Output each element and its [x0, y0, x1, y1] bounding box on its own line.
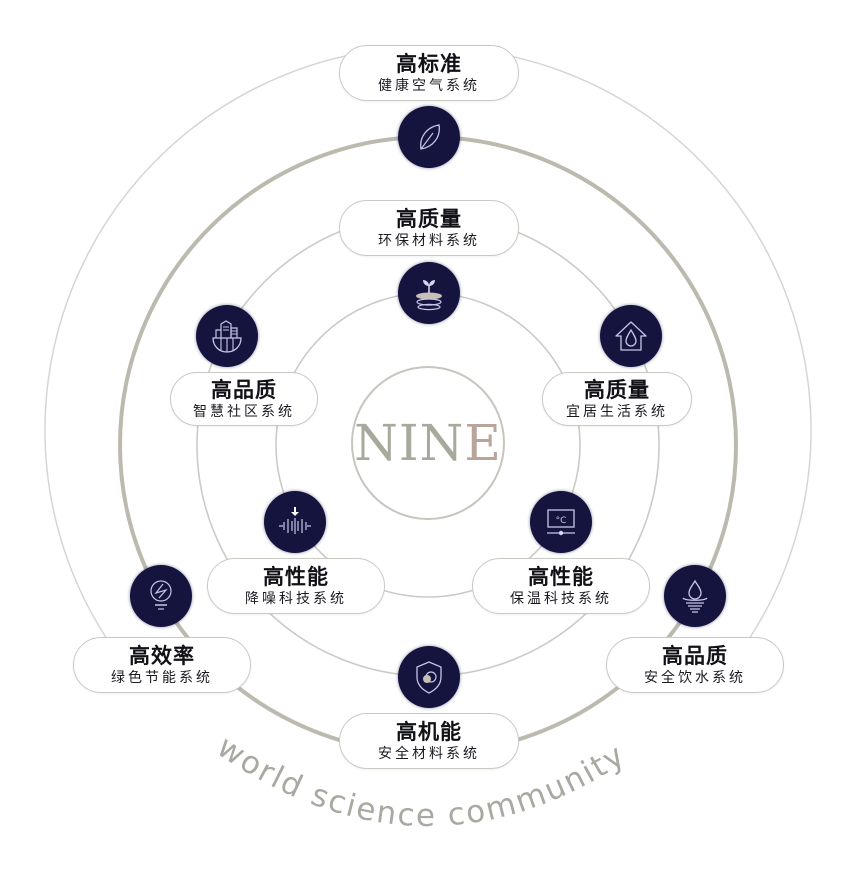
- system-subtitle: 环保材料系统: [378, 232, 480, 249]
- logo-letter: N: [419, 414, 465, 472]
- system-subtitle: 健康空气系统: [378, 77, 480, 94]
- leaf-icon: [420, 124, 440, 150]
- system-title: 高性能: [263, 564, 329, 589]
- logo-letter: E: [464, 414, 502, 472]
- svg-text:°C: °C: [556, 516, 567, 526]
- system-card-safety: 高机能 安全材料系统: [339, 713, 519, 769]
- system-subtitle: 安全饮水系统: [644, 669, 746, 686]
- bolt-bulb-icon: [150, 580, 172, 610]
- system-title: 高质量: [396, 206, 462, 231]
- system-subtitle: 安全材料系统: [378, 745, 480, 762]
- system-card-noise: 高性能 降噪科技系统: [207, 558, 385, 614]
- system-card-materials-eco: 高质量 环保材料系统: [339, 200, 519, 256]
- system-card-air: 高标准 健康空气系统: [339, 45, 519, 101]
- system-title: 高机能: [396, 719, 462, 744]
- system-card-community: 高品质 智慧社区系统: [170, 372, 318, 426]
- logo-letter: I: [398, 414, 420, 472]
- system-node-noise: [264, 491, 326, 553]
- thermostat-icon: °C: [547, 509, 575, 536]
- system-title: 高品质: [211, 377, 277, 402]
- system-node-materials-eco: [398, 262, 460, 324]
- system-subtitle: 保温科技系统: [510, 590, 612, 607]
- system-node-air: [398, 106, 460, 168]
- system-card-energy: 高效率 绿色节能系统: [73, 637, 251, 693]
- system-card-living: 高质量 宜居生活系统: [542, 372, 692, 426]
- system-subtitle: 宜居生活系统: [566, 403, 668, 420]
- system-node-thermal: °C: [530, 491, 592, 553]
- sprout-layers-icon: [416, 280, 442, 311]
- logo-letter: N: [354, 414, 399, 472]
- house-drop-icon: [615, 321, 647, 351]
- center-logo-text: NINE: [354, 414, 502, 472]
- system-title: 高标准: [396, 51, 462, 76]
- system-title: 高性能: [528, 564, 594, 589]
- shield-icon: [416, 661, 442, 694]
- sound-wave-icon: [279, 507, 311, 534]
- system-node-living: [600, 305, 662, 367]
- system-subtitle: 智慧社区系统: [193, 403, 295, 420]
- system-card-water: 高品质 安全饮水系统: [606, 637, 784, 693]
- system-subtitle: 降噪科技系统: [245, 590, 347, 607]
- system-node-water: [664, 565, 726, 627]
- system-node-energy: [130, 565, 192, 627]
- system-title: 高效率: [129, 643, 195, 668]
- system-node-safety: [398, 646, 460, 708]
- system-title: 高品质: [662, 643, 728, 668]
- buildings-icon: [212, 320, 242, 353]
- water-drop-icon: [682, 579, 708, 613]
- system-title: 高质量: [584, 377, 650, 402]
- system-subtitle: 绿色节能系统: [111, 669, 213, 686]
- center-logo-circle: NINE: [351, 366, 505, 520]
- system-node-community: [196, 305, 258, 367]
- system-card-thermal: 高性能 保温科技系统: [472, 558, 650, 614]
